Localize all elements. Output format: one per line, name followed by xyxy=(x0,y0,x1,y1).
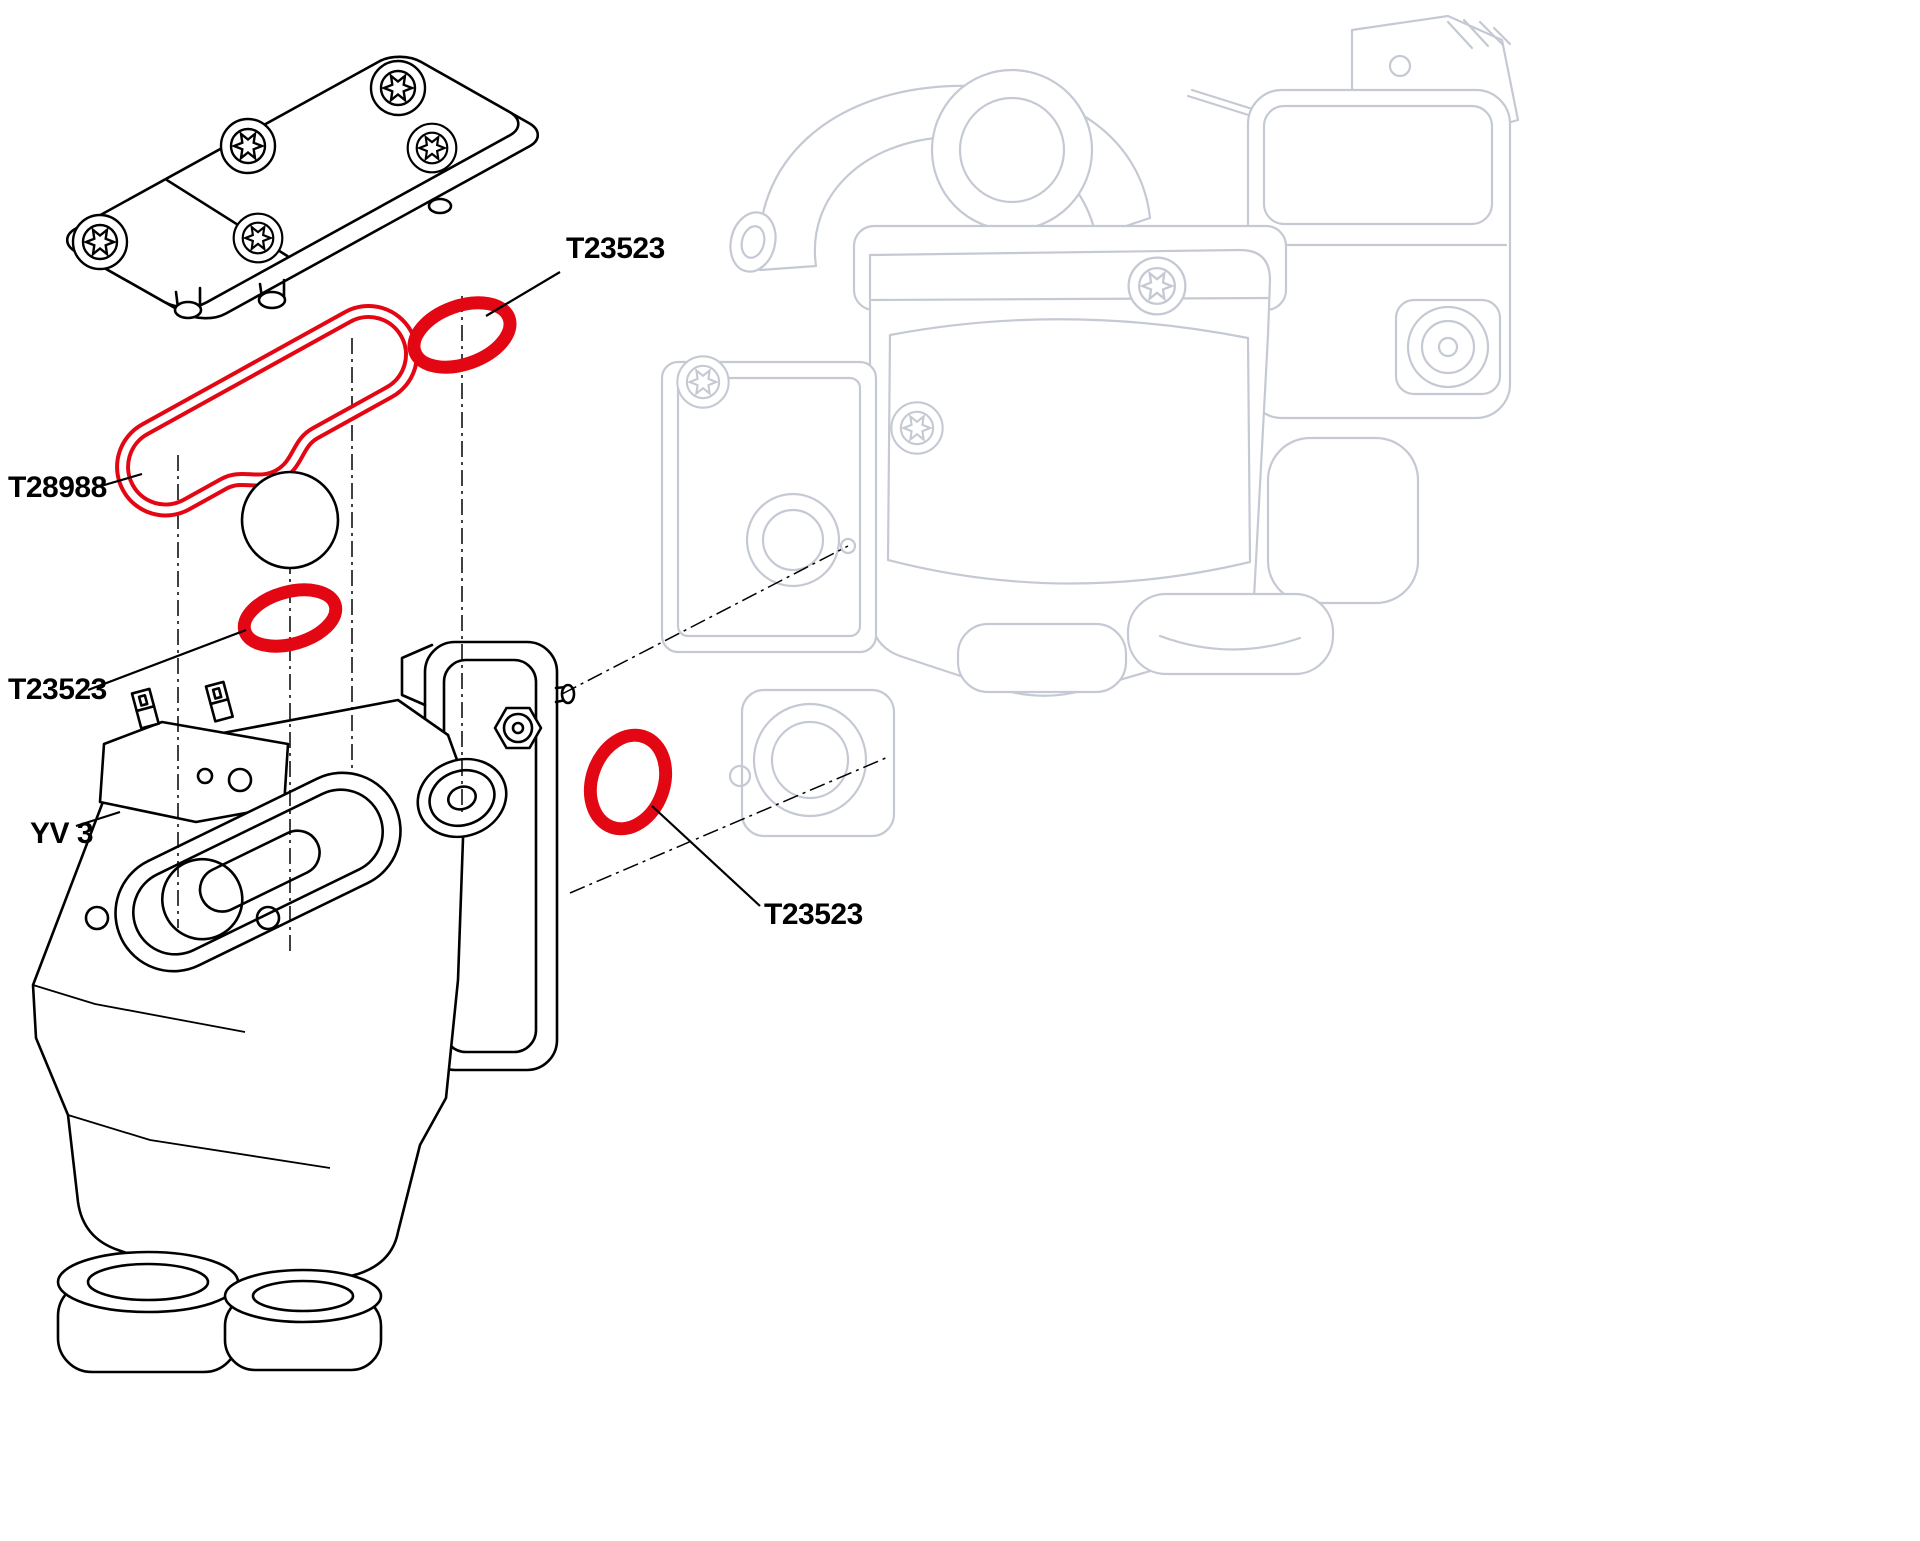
cover-torx-screw xyxy=(406,122,458,174)
part-labels: T23523 T28988 T23523 YV 3 T23523 xyxy=(8,232,863,931)
solenoid-valve-body xyxy=(31,640,576,1374)
ghost-reservoir xyxy=(1246,88,1512,420)
o-ring-right xyxy=(583,728,673,836)
leader-gasket xyxy=(93,472,143,490)
spade-terminal xyxy=(130,687,160,730)
spade-terminal xyxy=(204,680,234,723)
ghost-right-lobe xyxy=(1266,436,1420,605)
ghost-lower-port xyxy=(728,688,896,838)
leader-oring-right xyxy=(651,805,761,907)
ghost-arch-tube xyxy=(729,68,1152,273)
ghost-pump-body xyxy=(868,248,1335,697)
cover-plate xyxy=(55,50,550,325)
ghost-main-assembly xyxy=(660,14,1520,838)
valve-body-contours xyxy=(32,984,331,1169)
leader-oring-top xyxy=(485,271,561,317)
hex-bolt xyxy=(493,706,543,750)
leader-oring-left xyxy=(87,628,247,692)
cover-torx-screw xyxy=(369,59,427,117)
cover-torx-screw xyxy=(232,212,284,264)
label-oring-right: T23523 xyxy=(764,898,863,931)
ghost-torx-screw xyxy=(890,401,944,455)
ghost-pin xyxy=(1186,88,1264,120)
bottom-port-left xyxy=(56,1250,240,1374)
leader-valve xyxy=(75,810,121,828)
assembly-axis-upper xyxy=(561,545,849,695)
o-ring-top xyxy=(407,296,517,374)
cover-torx-screw xyxy=(71,213,129,271)
screw-holes xyxy=(84,767,281,931)
leader-lines xyxy=(75,271,761,907)
ghost-torx-screw xyxy=(1127,256,1187,316)
coil-connector xyxy=(98,680,290,824)
ghost-left-plate xyxy=(660,360,878,654)
label-valve: YV 3 xyxy=(30,817,93,850)
disc-part xyxy=(240,470,340,570)
label-oring-left: T23523 xyxy=(8,673,107,706)
label-oring-top: T23523 xyxy=(566,232,665,265)
cover-torx-screw xyxy=(219,117,277,175)
label-gasket: T28988 xyxy=(8,471,107,504)
cover-plate-pegs xyxy=(173,197,453,320)
bottom-port-right xyxy=(223,1268,383,1372)
ghost-torx-screw xyxy=(676,355,730,409)
